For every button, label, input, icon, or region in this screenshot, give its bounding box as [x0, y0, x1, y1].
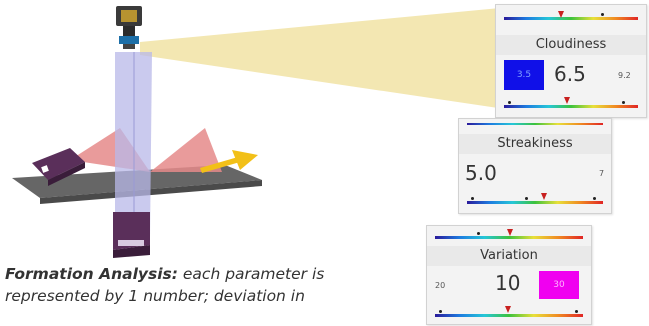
cloudiness-panel: Cloudiness 3.5 6.5 9.2 [495, 4, 647, 118]
variation-top-gradient [435, 236, 583, 239]
cloudiness-min-box: 3.5 [504, 60, 544, 90]
variation-bottom-gradient [435, 314, 583, 317]
streakiness-top-gradient [467, 123, 603, 125]
cloudiness-top-gradient [504, 17, 638, 20]
light-source-icon [32, 148, 85, 186]
reflection-wedge-right [150, 128, 222, 172]
cloudiness-bottom-gradient [504, 105, 638, 108]
variation-max-box: 30 [539, 271, 579, 299]
camera-view-beam [140, 8, 500, 108]
streakiness-bottom-gradient [467, 201, 603, 204]
cloudiness-bottom-marker [564, 97, 570, 104]
streakiness-value: 5.0 [465, 161, 497, 185]
conveyor-edge [40, 180, 262, 204]
camera-icon [116, 6, 142, 49]
streakiness-bottom-mid-tick [525, 197, 528, 200]
cloudiness-title: Cloudiness [496, 35, 646, 55]
formation-analysis-caption: Formation Analysis: each parameter is re… [5, 263, 345, 307]
cloudiness-bottom-max-tick [622, 101, 625, 104]
streakiness-panel: Streakiness 5.0 7 [458, 118, 612, 214]
variation-bottom-marker [505, 306, 511, 313]
streakiness-bottom-max-tick [593, 197, 596, 200]
light-source-icon [113, 212, 150, 258]
direction-arrow-icon [200, 150, 258, 173]
variation-value: 10 [495, 271, 521, 295]
cloudiness-top-marker [558, 11, 564, 18]
variation-title: Variation [427, 246, 591, 266]
variation-panel: Variation 20 10 30 [426, 225, 592, 325]
streakiness-bottom-min-tick [471, 197, 474, 200]
streakiness-title: Streakiness [459, 134, 611, 154]
caption-lead: Formation Analysis: [5, 265, 178, 283]
variation-bottom-max-tick [575, 310, 578, 313]
cloudiness-bottom-min-tick [508, 101, 511, 104]
cloudiness-max-value: 9.2 [618, 71, 631, 80]
variation-top-min-tick [477, 232, 480, 235]
cloudiness-top-tick [601, 13, 604, 16]
variation-min-value: 20 [435, 281, 446, 290]
variation-bottom-min-tick [439, 310, 442, 313]
streakiness-max-value: 7 [599, 169, 605, 178]
streakiness-bottom-marker [541, 193, 547, 200]
variation-top-marker [507, 229, 513, 236]
cloudiness-value: 6.5 [554, 62, 586, 86]
caption-text: each parameter is represented by 1 numbe… [5, 265, 325, 305]
